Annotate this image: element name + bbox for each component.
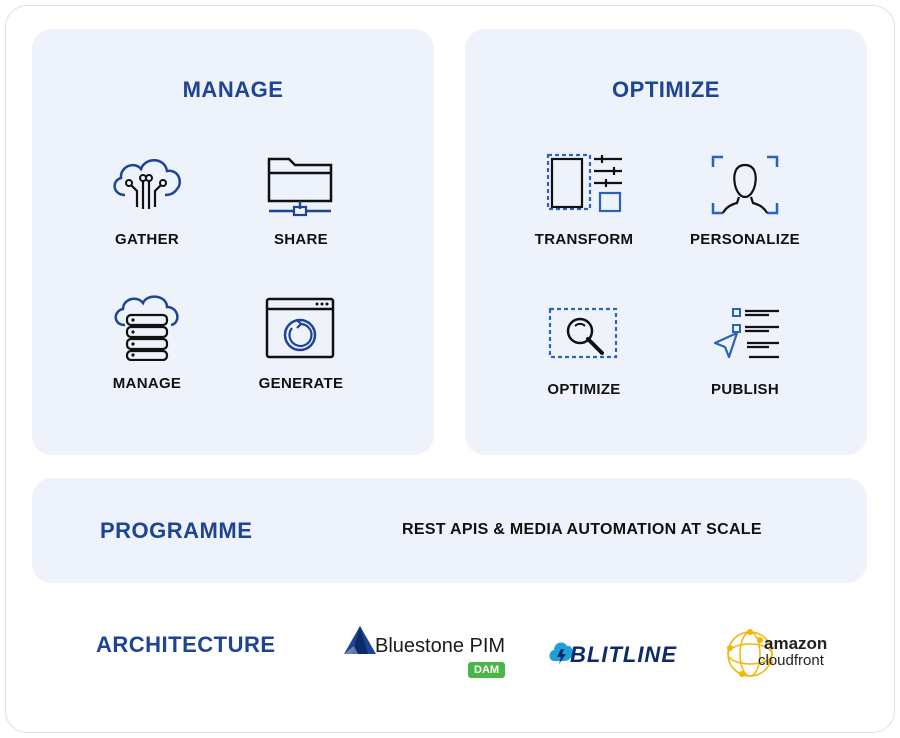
bluestone-mark-icon	[344, 626, 376, 654]
publish-label: PUBLISH	[711, 381, 779, 398]
blitline-logo: BLITLINE	[548, 635, 688, 675]
optimize-panel-title: OPTIMIZE	[612, 77, 720, 102]
programme-title: PROGRAMME	[100, 518, 253, 543]
bluestone-pim-logo: Bluestone PIM DAM	[342, 624, 522, 684]
cloudfront-word: cloudfront	[758, 652, 824, 669]
dam-badge: DAM	[468, 662, 506, 678]
publish-item: PUBLISH	[660, 301, 830, 398]
amazon-cloudfront-logo: amazon cloudfront	[722, 620, 842, 690]
manage-label: MANAGE	[112, 375, 182, 392]
folder-network-icon	[267, 157, 333, 217]
amazon-word: amazon	[764, 634, 828, 653]
cloudfront-orbit-icon	[727, 629, 773, 677]
generate-item: GENERATE	[216, 295, 386, 392]
send-list-icon	[713, 308, 779, 359]
cloud-circuit-icon	[113, 159, 181, 209]
manage-panel-title: MANAGE	[182, 77, 284, 102]
gather-label: GATHER	[114, 231, 180, 248]
optimize-item: OPTIMIZE	[499, 301, 669, 398]
browser-refresh-icon	[265, 297, 335, 359]
share-item: SHARE	[216, 151, 386, 248]
programme-text: REST APIS & MEDIA AUTOMATION AT SCALE	[402, 521, 762, 538]
share-label: SHARE	[273, 231, 328, 248]
personalize-label: PERSONALIZE	[690, 231, 800, 248]
manage-item: MANAGE	[62, 295, 232, 392]
gather-item: GATHER	[62, 151, 232, 248]
bluestone-name: Bluestone PIM	[375, 635, 506, 657]
cloud-server-icon	[114, 295, 179, 361]
transform-label: TRANSFORM	[534, 231, 634, 248]
optimize-panel: OPTIMIZE TRANSFORM PERSONALIZE OPTIMIZE	[465, 29, 867, 455]
face-scan-icon	[711, 155, 779, 215]
architecture-title: ARCHITECTURE	[96, 632, 276, 657]
blitline-name: BLITLINE	[570, 642, 677, 667]
optimize-label: OPTIMIZE	[547, 381, 621, 398]
transform-item: TRANSFORM	[499, 151, 669, 248]
personalize-item: PERSONALIZE	[660, 151, 830, 248]
magnify-select-icon	[548, 307, 618, 359]
blitline-cloud-icon	[549, 642, 573, 664]
generate-label: GENERATE	[258, 375, 344, 392]
crop-adjust-icon	[546, 153, 622, 213]
programme-panel: PROGRAMME REST APIS & MEDIA AUTOMATION A…	[32, 478, 867, 583]
manage-panel: MANAGE GATHER SHARE	[32, 29, 434, 455]
